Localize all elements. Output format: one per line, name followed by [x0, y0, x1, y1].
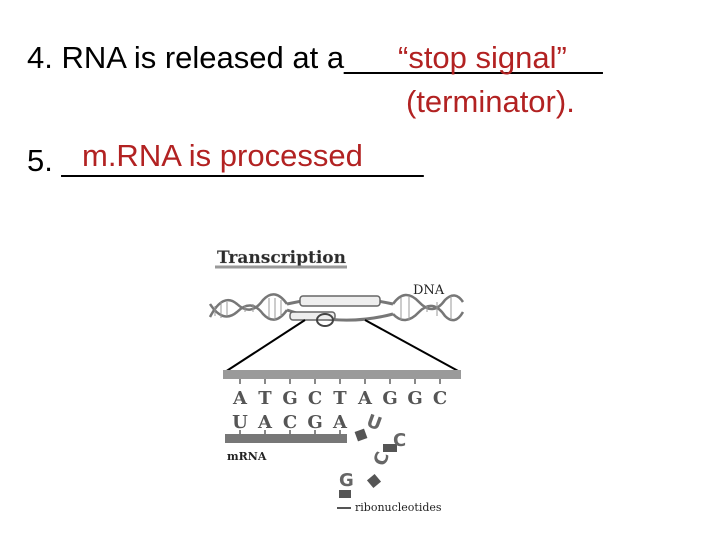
rna-base: C — [283, 412, 297, 433]
mrna-strand — [225, 434, 347, 443]
nucleotide-base: G — [339, 470, 354, 491]
dna-template-strand — [223, 370, 461, 379]
rna-bases: U A C G A — [232, 412, 348, 433]
mrna-label: mRNA — [227, 450, 267, 463]
dna-base: G — [382, 388, 397, 409]
dna-base: G — [282, 388, 297, 409]
rna-base: U — [232, 412, 248, 433]
transcription-diagram: Transcription DNA — [205, 232, 480, 522]
dna-base: T — [258, 388, 272, 409]
dna-bases: A T G C T A G G C — [232, 388, 447, 409]
nucleotide-base: C — [370, 449, 394, 469]
dna-base: C — [308, 388, 322, 409]
rna-base: G — [307, 412, 322, 433]
dna-label: DNA — [413, 283, 445, 298]
nucleotide-base: U — [364, 411, 385, 436]
dna-base: A — [357, 388, 373, 409]
free-nucleotide-c-2: C — [367, 449, 394, 488]
item-4-prefix: 4. RNA is released at a — [27, 40, 344, 75]
item-5-answer: m.RNA is processed — [82, 140, 363, 171]
free-nucleotide-g: G — [339, 470, 354, 498]
zoom-line-right — [365, 320, 460, 372]
rna-base: A — [257, 412, 273, 433]
free-nucleotide-c: C — [383, 430, 406, 452]
item-4-answer-continued: (terminator). — [406, 86, 575, 117]
dna-base: A — [232, 388, 248, 409]
dna-base-ticks — [240, 379, 440, 384]
rna-base-ticks — [240, 430, 340, 434]
dna-helix — [210, 294, 463, 326]
free-nucleotide-u: U — [355, 411, 385, 442]
rna-base: A — [332, 412, 348, 433]
dna-base: C — [433, 388, 447, 409]
item-4-answer: “stop signal” — [398, 42, 567, 73]
item-5-prefix: 5. — [27, 143, 61, 178]
ribonucleotides-label: ribonucleotides — [355, 501, 442, 514]
dna-base: G — [407, 388, 422, 409]
diagram-title: Transcription — [217, 248, 346, 268]
dna-base: T — [333, 388, 347, 409]
zoom-line-left — [225, 320, 305, 372]
nucleotide-base: C — [393, 430, 406, 451]
